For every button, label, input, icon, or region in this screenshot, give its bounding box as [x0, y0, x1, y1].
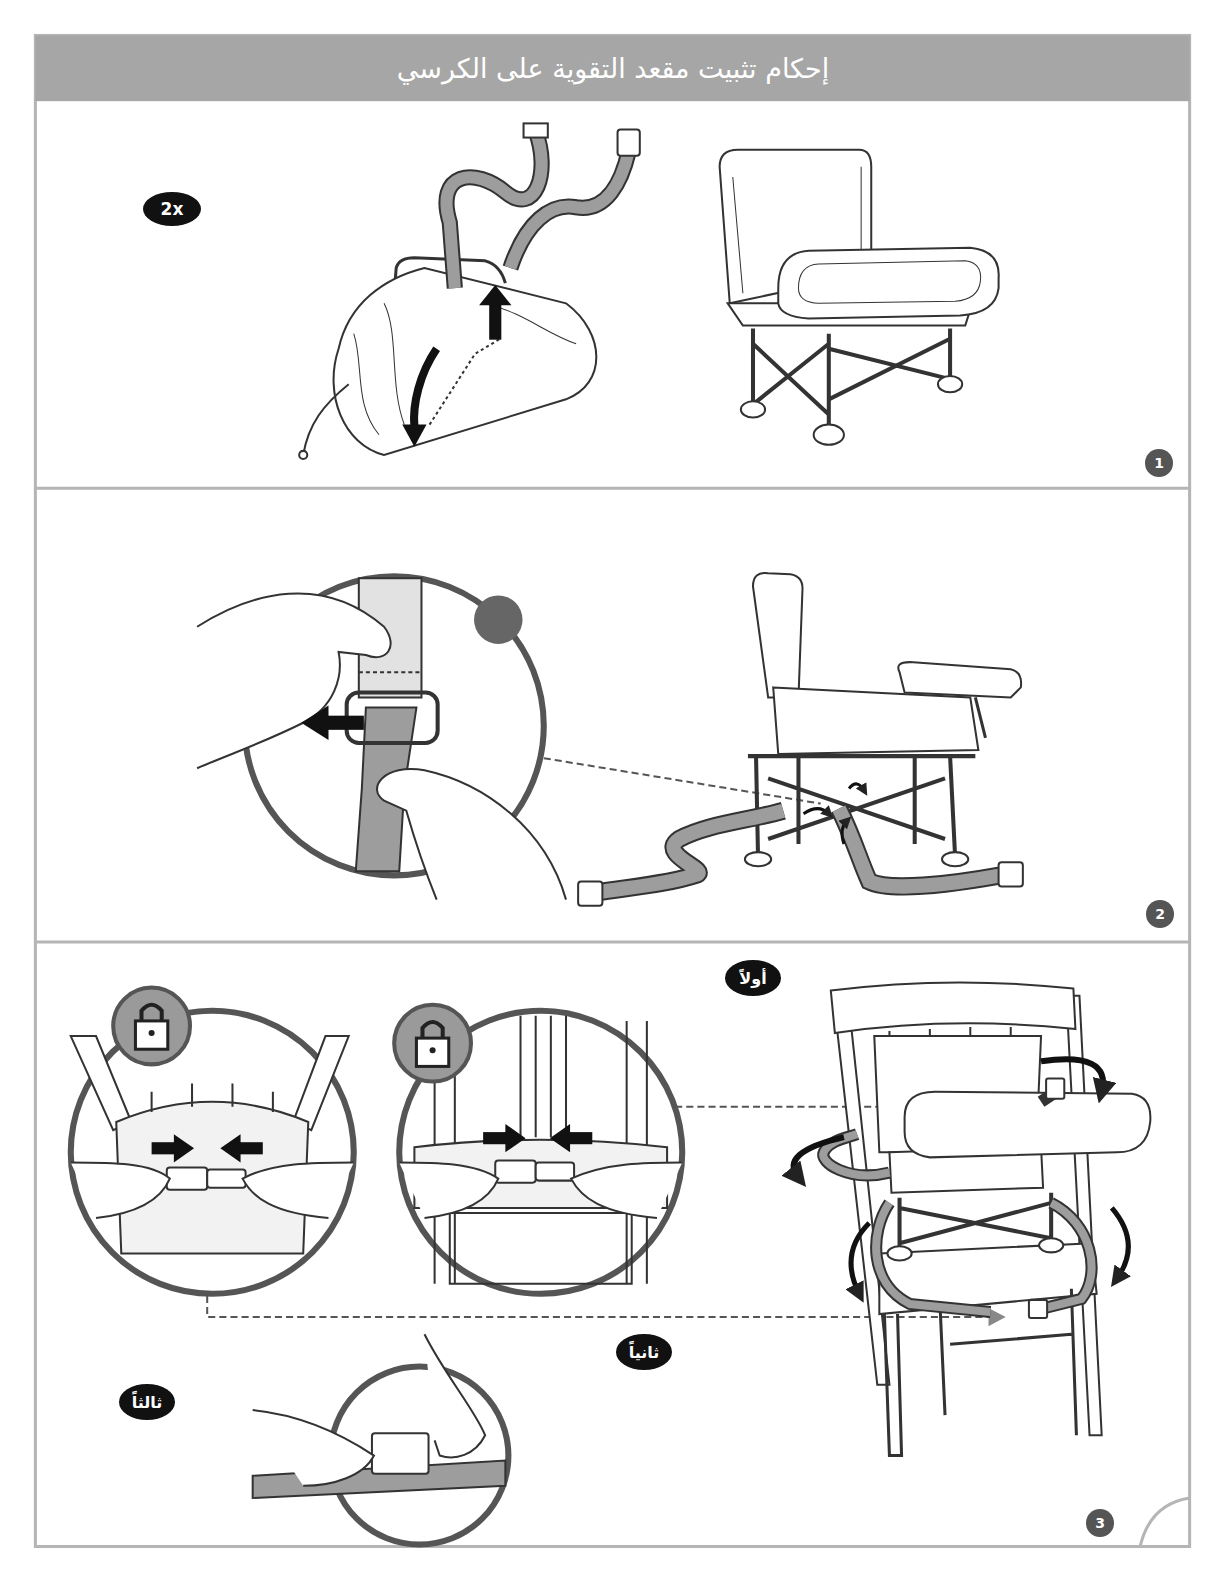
page-corner [1140, 1498, 1190, 1547]
order-badge: أولاً [725, 960, 781, 996]
order-badge: ثالثاً [119, 1384, 175, 1420]
padlock-icon [113, 988, 471, 1082]
detail-circle [71, 1011, 354, 1294]
step-dot [474, 595, 523, 644]
page-frame [35, 35, 1189, 1546]
step-number: 3 [1086, 1509, 1114, 1537]
hand [197, 593, 566, 899]
title-band [35, 35, 1189, 101]
motion-arrow [301, 706, 364, 740]
motion-arrow [152, 1134, 263, 1162]
step-number: 1 [1145, 449, 1173, 477]
quantity-badge: 2x [143, 192, 201, 226]
order-badge: ثانياً [616, 1334, 672, 1370]
motion-arrow [402, 285, 511, 447]
badge-text: 2 [1155, 906, 1165, 922]
strap [446, 123, 639, 288]
badge-text: 3 [1095, 1515, 1105, 1531]
chair-underside [71, 1036, 354, 1253]
badge-text: ثانياً [629, 1343, 660, 1362]
leader-arrow [988, 1308, 1005, 1326]
dining-chair [831, 982, 1151, 1455]
strap-tighten [253, 1334, 506, 1498]
panel-divider [35, 941, 1189, 944]
page-title: إحكام تثبيت مقعد التقوية على الكرسي [36, 36, 1190, 100]
detail-circle [399, 1011, 682, 1294]
booster-seat [720, 150, 999, 445]
badge-text: ثالثاً [132, 1393, 163, 1412]
strap [578, 784, 1023, 906]
badge-text: 1 [1154, 455, 1164, 471]
badge-text: 2x [161, 199, 184, 219]
chair-back-slats [399, 1016, 682, 1284]
step-number: 2 [1146, 900, 1174, 928]
booster-seat-side [745, 573, 1021, 866]
badge-text: أولاً [739, 969, 766, 988]
strap [794, 1059, 1129, 1318]
motion-arrow [483, 1124, 592, 1152]
panel-divider [35, 487, 1189, 490]
